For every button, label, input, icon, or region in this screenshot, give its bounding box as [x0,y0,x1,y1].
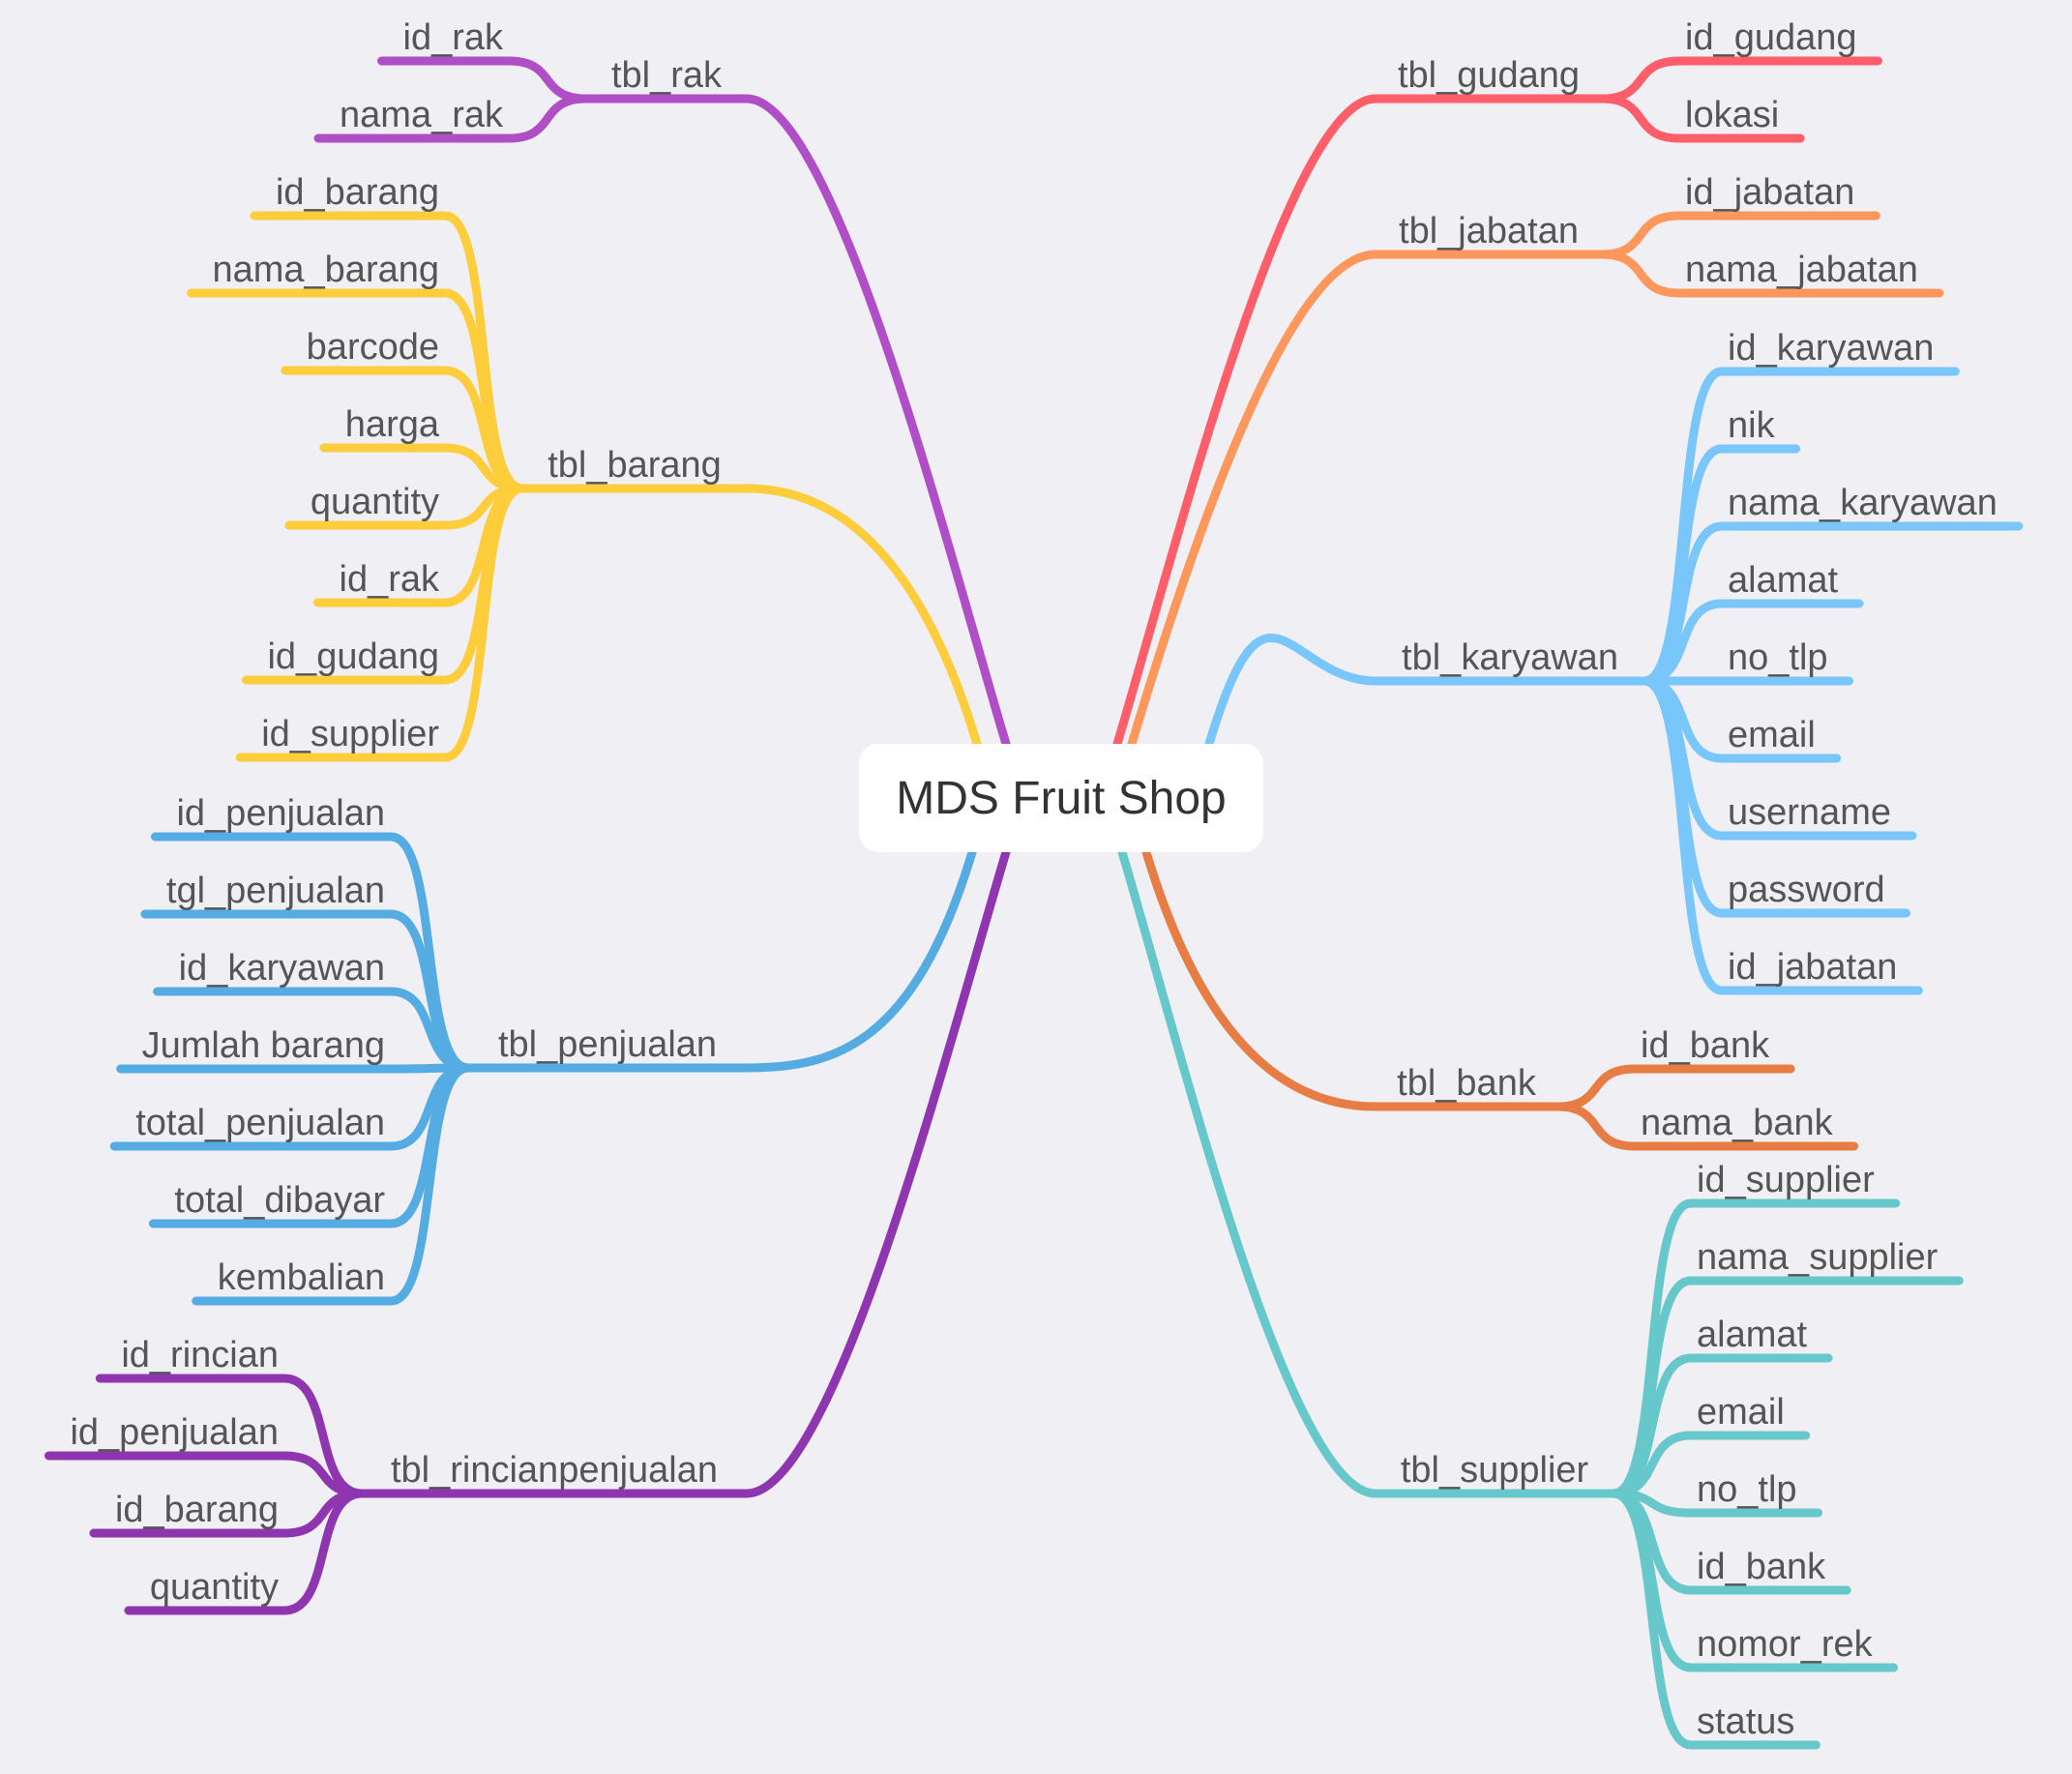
branch-supplier-connector [1117,847,1380,1498]
root-node[interactable]: MDS Fruit Shop [859,744,1263,852]
branch-supplier-child-label[interactable]: id_supplier [1697,1160,1875,1200]
branch-supplier-child-label[interactable]: alamat [1697,1315,1807,1355]
branch-rincianpenjualan-child-label[interactable]: id_penjualan [70,1412,279,1453]
branch-penjualan-child-label[interactable]: total_dibayar [174,1180,385,1221]
branch-gudang-child-label[interactable]: id_gudang [1685,17,1857,58]
branch-barang-child-label[interactable]: id_rak [340,559,440,600]
branch-rincianpenjualan-child-line [44,1451,367,1498]
branch-karyawan-label[interactable]: tbl_karyawan [1402,637,1618,678]
branch-penjualan-child-label[interactable]: kembalian [218,1257,385,1298]
branch-rincianpenjualan-child-label[interactable]: quantity [150,1567,279,1608]
branch-penjualan-child-label[interactable]: tgl_penjualan [166,871,385,911]
branch-karyawan-connector [1204,633,1380,749]
branch-barang-child-label[interactable]: quantity [311,482,439,522]
branch-penjualan-child-label[interactable]: Jumlah barang [142,1025,385,1066]
branch-supplier-child-label[interactable]: no_tlp [1697,1469,1797,1510]
branch-rincianpenjualan-connector [742,847,1011,1498]
branch-jabatan-child-label[interactable]: id_jabatan [1685,172,1854,213]
branch-jabatan-child-line [1597,250,1944,298]
branch-barang-child-label[interactable]: id_barang [276,172,439,213]
branch-jabatan-label[interactable]: tbl_jabatan [1399,211,1579,251]
branch-rak-child-label[interactable]: nama_rak [340,95,504,135]
branch-penjualan-child-label[interactable]: id_penjualan [176,793,385,834]
branch-penjualan-child-label[interactable]: total_penjualan [135,1103,385,1143]
branch-barang-child-line [235,484,527,762]
branch-karyawan-child-label[interactable]: no_tlp [1728,637,1828,678]
branch-penjualan-child-line [192,1063,473,1306]
branch-supplier-child-label[interactable]: email [1697,1392,1785,1433]
branch-supplier-child-label[interactable]: status [1697,1701,1794,1742]
branch-bank-child-line [1553,1102,1859,1151]
branch-karyawan-child-label[interactable]: username [1728,792,1891,833]
branch-barang-child-label[interactable]: id_supplier [261,714,439,754]
branch-bank-child-line [1553,1064,1795,1111]
branch-karyawan-child-label[interactable]: password [1728,870,1885,910]
branch-supplier-child-label[interactable]: nomor_rek [1697,1624,1874,1665]
branch-gudang-child-label[interactable]: lokasi [1685,95,1779,135]
branch-rak-child-line [377,56,591,103]
branch-barang-child-label[interactable]: harga [345,404,440,445]
branch-karyawan-child-label[interactable]: id_jabatan [1728,947,1897,988]
branch-gudang-child-line [1597,56,1883,103]
branch-barang-child-label[interactable]: barcode [307,327,439,368]
branch-penjualan-child-line [116,1063,473,1074]
branch-penjualan-label[interactable]: tbl_penjualan [498,1024,717,1065]
branch-supplier-label[interactable]: tbl_supplier [1401,1450,1589,1491]
branch-jabatan-child-label[interactable]: nama_jabatan [1685,250,1918,290]
branch-karyawan-child-label[interactable]: alamat [1728,560,1838,601]
branch-bank-child-label[interactable]: nama_bank [1641,1103,1834,1143]
branch-rak-child-line [313,94,591,143]
branch-gudang-child-line [1597,94,1805,143]
branch-karyawan-child-label[interactable]: nik [1728,405,1776,446]
branch-gudang-label[interactable]: tbl_gudang [1398,55,1580,96]
branch-barang-connector [742,484,982,749]
branch-penjualan-connector [742,847,977,1073]
branch-rincianpenjualan-label[interactable]: tbl_rincianpenjualan [391,1450,718,1491]
branch-jabatan-connector [1127,250,1380,749]
branch-supplier-child-line [1609,1489,1820,1750]
branch-barang-child-label[interactable]: id_gudang [267,636,439,677]
branch-rak-connector [742,94,1011,749]
branch-barang-label[interactable]: tbl_barang [548,445,722,486]
branch-rincianpenjualan-child-line [124,1489,367,1615]
branch-supplier-child-label[interactable]: nama_supplier [1697,1237,1939,1278]
branch-karyawan-child-label[interactable]: nama_karyawan [1728,483,1998,523]
branch-rincianpenjualan-child-label[interactable]: id_barang [115,1490,279,1530]
branch-jabatan-child-line [1597,211,1880,259]
branch-bank-child-label[interactable]: id_bank [1641,1025,1770,1066]
branch-supplier-child-label[interactable]: id_bank [1697,1547,1826,1587]
branch-bank-label[interactable]: tbl_bank [1397,1063,1537,1104]
branch-karyawan-child-line [1640,676,1923,995]
branch-barang-child-label[interactable]: nama_barang [212,250,439,290]
branch-karyawan-child-label[interactable]: id_karyawan [1728,328,1934,369]
branch-gudang-connector [1112,94,1380,749]
branch-karyawan-child-label[interactable]: email [1728,715,1816,755]
branch-bank-connector [1141,847,1380,1111]
branch-rak-child-label[interactable]: id_rak [403,17,504,58]
branch-penjualan-child-label[interactable]: id_karyawan [179,948,385,989]
branch-rak-label[interactable]: tbl_rak [611,55,723,96]
branch-rincianpenjualan-child-label[interactable]: id_rincian [121,1335,279,1375]
